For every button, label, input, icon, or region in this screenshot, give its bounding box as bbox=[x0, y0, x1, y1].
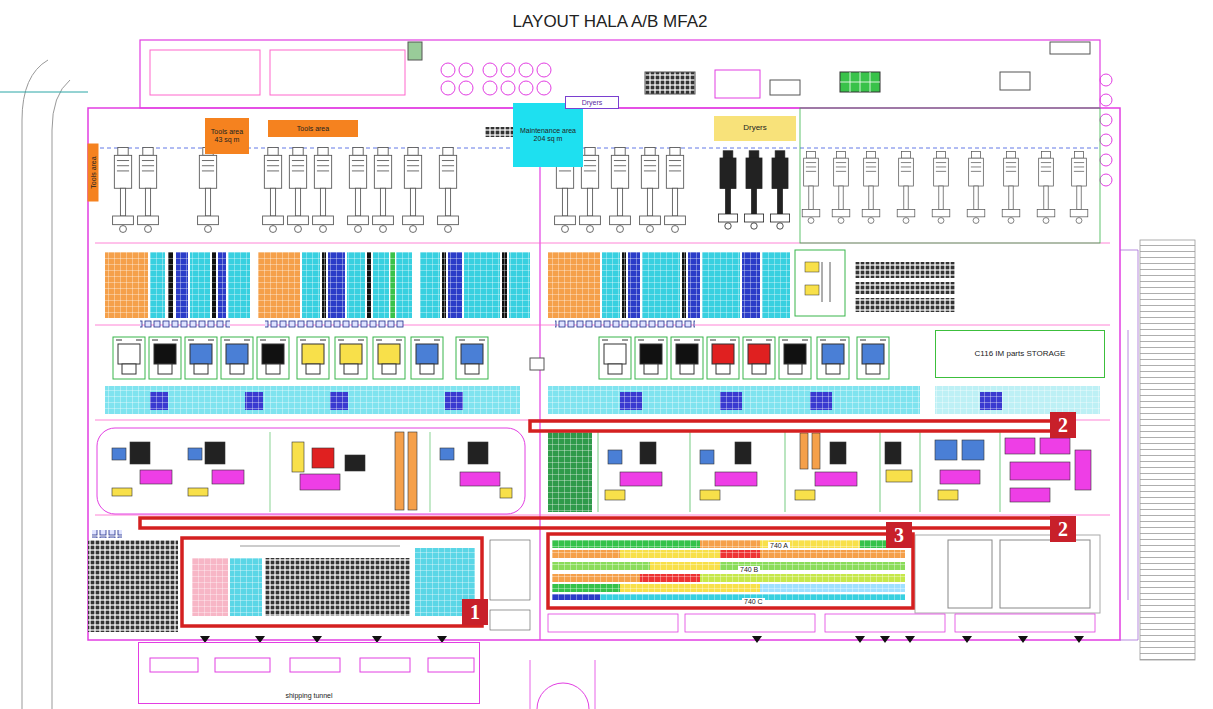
diagram-title: LAYOUT HALA A/B MFA2 bbox=[513, 12, 708, 32]
callout-number: 2 bbox=[1050, 412, 1076, 438]
area-label: shipping tunnel bbox=[285, 692, 332, 700]
rack-label: 740 B bbox=[738, 566, 760, 574]
area-label: Maintenance area 204 sq m bbox=[516, 127, 580, 142]
area-label: Tools area bbox=[297, 125, 329, 133]
dryers-box: Dryers bbox=[714, 116, 796, 141]
area-label: Dryers bbox=[582, 99, 603, 107]
area-label: Tools area 43 sq m bbox=[208, 128, 246, 143]
area-label: Tools area bbox=[89, 156, 97, 188]
dryers-box: Dryers bbox=[565, 96, 619, 109]
callout-number: 1 bbox=[462, 599, 488, 625]
shipping-tunnel: shipping tunnel bbox=[138, 642, 480, 704]
callout-number: 2 bbox=[1050, 516, 1076, 542]
tools-area: Tools area 43 sq m bbox=[205, 118, 249, 154]
area-label: C116 IM parts STORAGE bbox=[975, 350, 1066, 359]
callout-number: 3 bbox=[886, 522, 912, 548]
tools-area: Tools area bbox=[88, 143, 99, 201]
tools-area: Tools area bbox=[268, 120, 358, 137]
rack-label: 740 C bbox=[742, 598, 765, 606]
area-label: Dryers bbox=[743, 124, 767, 133]
maintenance-area: Maintenance area 204 sq m bbox=[513, 103, 583, 167]
rack-label: 740 A bbox=[768, 542, 790, 550]
storage-area: C116 IM parts STORAGE bbox=[935, 330, 1105, 378]
